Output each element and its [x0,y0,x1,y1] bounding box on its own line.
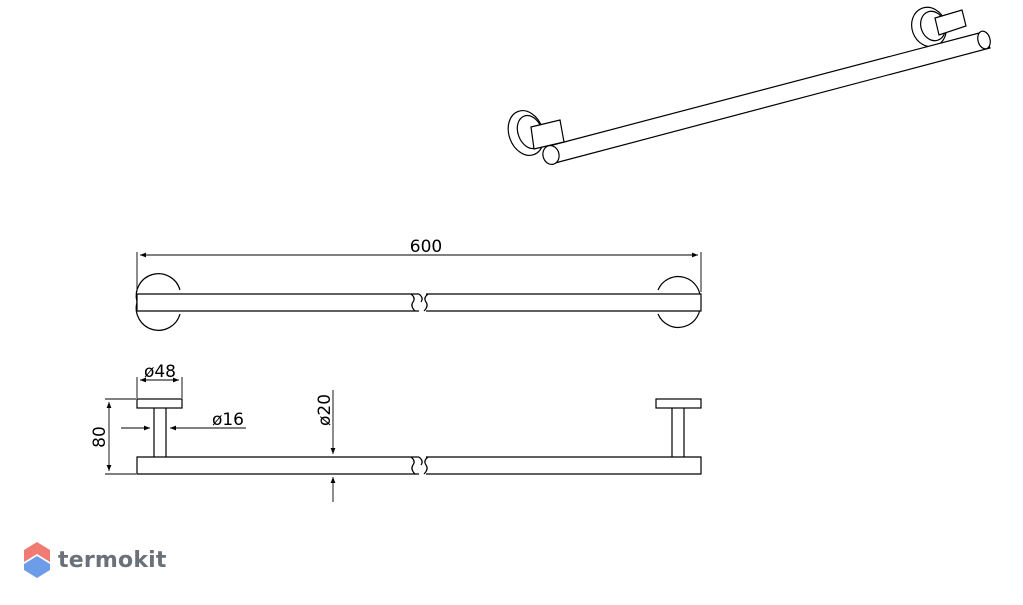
brand-name: termokit [58,547,167,573]
right-flange-top [655,398,702,409]
brand-logo: termokit [24,542,167,578]
post-dimension-label: ø16 [212,410,244,430]
right-flange [911,6,967,48]
left-flange [507,110,565,156]
flange-dimension-label: ø48 [144,362,176,382]
towel-bar-iso [548,30,991,164]
termokit-logo-icon [24,542,50,578]
bar-front-right [426,293,702,312]
bar-dimension-label: ø20 [315,394,335,426]
left-flange-top [136,398,183,409]
bar-end [542,144,560,166]
isometric-view [507,6,991,166]
bar-top-left [136,456,419,475]
projection-dimension-label: 80 [90,426,110,448]
front-view: 600 [135,237,702,331]
top-view: ø48 ø16 80 ø20 [90,362,702,502]
right-post-top [671,408,685,457]
left-post-top [153,408,167,457]
length-dimension-label: 600 [410,237,442,257]
bar-top-right [426,456,702,475]
bar-front-left [136,293,419,312]
